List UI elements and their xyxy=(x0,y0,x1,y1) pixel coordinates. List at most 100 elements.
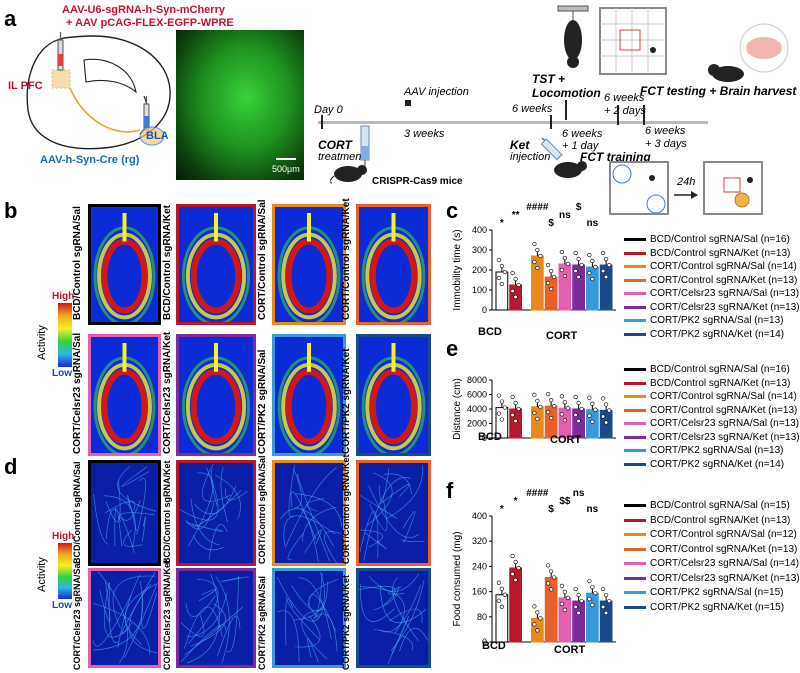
legend-item: CORT/Control sgRNA/Sal (n=12) xyxy=(624,529,797,540)
data-point-6 xyxy=(593,591,598,596)
data-point-6 xyxy=(593,264,598,270)
data-point-0 xyxy=(499,417,504,422)
legend-item: CORT/Celsr23 sgRNA/Ket (n=13) xyxy=(624,573,800,584)
track-label-5: CORT/Celsr23 sgRNA/Ket xyxy=(162,559,172,670)
arrow-icon xyxy=(674,191,698,199)
data-point-5 xyxy=(576,256,581,262)
data-point-0 xyxy=(499,604,504,609)
data-point-3 xyxy=(546,409,551,415)
data-point-1 xyxy=(513,294,518,300)
data-point-1 xyxy=(513,276,518,282)
track-6 xyxy=(272,568,346,668)
legend-swatch xyxy=(624,292,646,295)
legend-swatch xyxy=(624,251,646,255)
open-field-box-1 xyxy=(599,7,667,75)
legend-swatch xyxy=(624,408,646,412)
annotation-0: * xyxy=(500,218,504,229)
panel-letter-f: f xyxy=(446,478,454,503)
annotation-4: ns xyxy=(559,210,571,221)
data-point-5 xyxy=(573,268,578,274)
data-point-5 xyxy=(573,250,578,256)
data-point-5 xyxy=(576,274,581,280)
activity-low-d: Low xyxy=(52,600,72,611)
y-axis-label: Distance (cm) xyxy=(452,378,463,440)
virus-label-2: + AAV pCAG-FLEX-EGFP-WPRE xyxy=(66,17,234,29)
track-label-4: CORT/Celsr23 sgRNA/Sal xyxy=(72,560,82,670)
legend-swatch xyxy=(624,395,646,398)
data-point-0 xyxy=(496,275,501,281)
y-axis-label: Immobility time (s) xyxy=(452,229,463,310)
track-label-7: CORT/PK2 sgRNA/Ket xyxy=(341,574,351,670)
data-point-2 xyxy=(538,616,543,621)
annotation-6: ns xyxy=(587,504,599,515)
data-point-5 xyxy=(579,598,584,604)
activity-high-d: High xyxy=(52,531,75,542)
y-tick-label: 80 xyxy=(477,612,487,622)
tl-6w3d-b: + 3 days xyxy=(645,138,687,150)
legend-label: CORT/Celsr23 sgRNA/Sal (n=13) xyxy=(650,288,800,299)
timeline-axis xyxy=(318,121,708,124)
data-point-6 xyxy=(590,401,595,406)
mouse-hanging-icon xyxy=(557,5,589,68)
data-point-1 xyxy=(516,282,521,288)
y-tick-label: 400 xyxy=(472,225,487,235)
tl-3w: 3 weeks xyxy=(404,128,445,140)
annotation-1: * xyxy=(514,496,518,507)
data-point-1 xyxy=(513,400,518,406)
legend-label: CORT/Celsr23 sgRNA/Ket (n=13) xyxy=(650,572,800,584)
timeline-tick-6w3d xyxy=(643,105,645,125)
data-point-2 xyxy=(535,398,540,403)
annotation-5: ns xyxy=(573,488,585,499)
activity-title-b: Activity xyxy=(36,325,48,360)
annotation-3: $ xyxy=(548,504,554,515)
timeline-tick-6w2d xyxy=(617,105,619,125)
legend-label: CORT/PK2 sgRNA/Ket (n=14) xyxy=(650,458,785,470)
legend-label: CORT/Celsr23 sgRNA/Ket (n=13) xyxy=(650,431,800,443)
y-axis-label: Food consumed (mg) xyxy=(452,531,463,626)
tl-ket: Ket xyxy=(510,138,530,152)
activity-gradient-b xyxy=(58,303,72,367)
data-point-4 xyxy=(562,400,567,405)
data-point-3 xyxy=(546,581,551,586)
data-point-6 xyxy=(590,585,595,590)
legend-swatch xyxy=(624,462,646,466)
legend-swatch xyxy=(624,576,646,580)
fct-training-box xyxy=(609,161,669,215)
legend-swatch xyxy=(624,332,646,336)
data-point-4 xyxy=(562,255,567,261)
data-point-5 xyxy=(576,610,581,616)
data-point-0 xyxy=(502,592,507,597)
heatmap-label-2: CORT/Control sgRNA/Sal xyxy=(257,199,268,320)
data-point-7 xyxy=(601,604,606,610)
data-point-0 xyxy=(502,405,507,410)
data-point-4 xyxy=(565,261,570,267)
data-point-0 xyxy=(499,281,504,287)
legend-swatch xyxy=(624,238,646,241)
heatmap-label-0: BCD/Control sgRNA/Sal xyxy=(72,206,83,320)
data-point-1 xyxy=(513,577,518,583)
heatmap-label-6: CORT/PK2 sgRNA/Sal xyxy=(257,349,268,454)
data-point-4 xyxy=(562,589,567,594)
heatmap-0 xyxy=(88,204,161,325)
data-point-6 xyxy=(587,579,592,584)
data-point-7 xyxy=(601,250,606,256)
data-point-6 xyxy=(590,603,595,608)
legend-item: BCD/Control sgRNA/Sal (n=16) xyxy=(624,234,790,245)
data-point-6 xyxy=(587,413,592,418)
heatmap-7 xyxy=(356,334,431,456)
data-point-4 xyxy=(559,583,564,588)
heatmap-2 xyxy=(272,204,346,325)
group-bcd-e: BCD xyxy=(478,431,502,443)
legend-swatch xyxy=(624,278,646,282)
data-point-7 xyxy=(604,402,609,407)
track-0 xyxy=(88,460,161,566)
data-point-7 xyxy=(601,414,606,419)
data-point-6 xyxy=(587,252,592,258)
data-point-5 xyxy=(573,412,578,418)
bar-3 xyxy=(544,405,558,439)
heatmap-label-3: CORT/Control sgRNA/Ket xyxy=(341,198,352,320)
data-point-2 xyxy=(532,622,537,627)
annotation-0: * xyxy=(500,504,504,515)
